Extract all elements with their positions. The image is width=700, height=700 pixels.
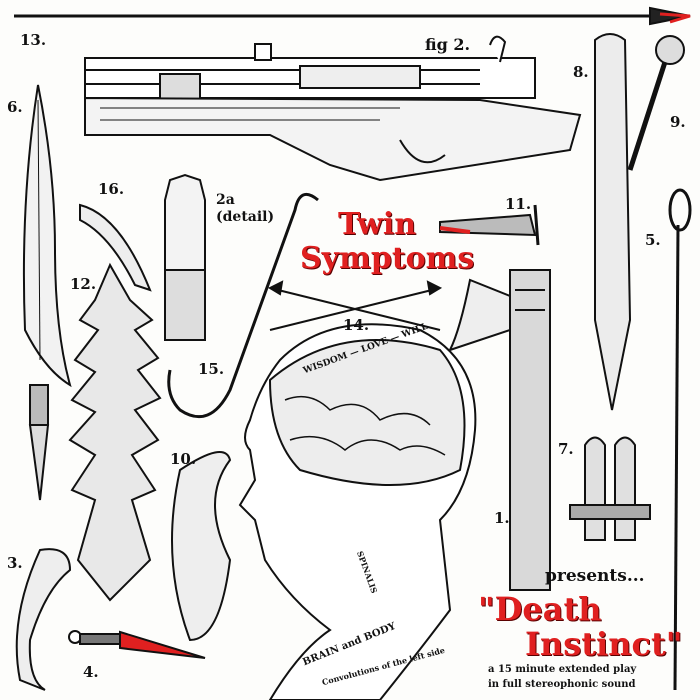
cartridge-detail-illustration — [164, 173, 206, 341]
label-14: 14. — [343, 316, 370, 334]
stake-illustration — [594, 33, 632, 411]
gut-hook-illustration — [171, 451, 232, 642]
label-1: 1. — [494, 509, 510, 527]
subtitle-line-2: in full stereophonic sound — [488, 679, 636, 690]
label-15: 15. — [198, 360, 225, 378]
sword-illustration — [22, 84, 72, 501]
label-3: 3. — [7, 554, 23, 572]
band-name-line-1: Twin — [338, 207, 417, 242]
rifle-illustration — [84, 35, 582, 182]
label-8: 8. — [573, 63, 589, 81]
label-11: 11. — [505, 195, 532, 213]
crossed-arrows-illustration — [267, 280, 443, 331]
dagger-illustration — [68, 630, 206, 659]
label-5: 5. — [645, 231, 661, 249]
label-7: 7. — [558, 440, 574, 458]
bullets-illustration — [569, 436, 651, 541]
spear-illustration — [14, 6, 691, 26]
needle-illustration — [668, 188, 692, 691]
subtitle-line-1: a 15 minute extended play — [488, 664, 637, 675]
fishhook-illustration — [167, 192, 319, 419]
label-6: 6. — [7, 98, 23, 116]
presents-text: presents... — [545, 566, 645, 586]
album-title-line-2: Instinct" — [525, 625, 683, 663]
phrenology-head-illustration — [238, 323, 477, 700]
label-2a-detail: (detail) — [216, 209, 275, 225]
label-16: 16. — [98, 180, 125, 198]
curved-tool-illustration — [15, 548, 72, 691]
band-name-line-2: Symptoms — [300, 241, 475, 276]
saw-knife-illustration — [439, 204, 540, 246]
label-12: 12. — [70, 275, 97, 293]
label-9: 9. — [670, 113, 686, 131]
harpoon-head-illustration — [68, 262, 162, 602]
label-4: 4. — [83, 663, 99, 681]
label-2a: 2a — [216, 192, 235, 208]
mace-illustration — [627, 35, 685, 171]
label-fig-2: fig 2. — [425, 35, 471, 54]
tomahawk-illustration — [448, 269, 551, 591]
album-title-line-1: "Death — [478, 590, 602, 628]
label-10: 10. — [170, 450, 197, 468]
label-13: 13. — [20, 31, 47, 49]
horn-illustration — [79, 203, 152, 292]
